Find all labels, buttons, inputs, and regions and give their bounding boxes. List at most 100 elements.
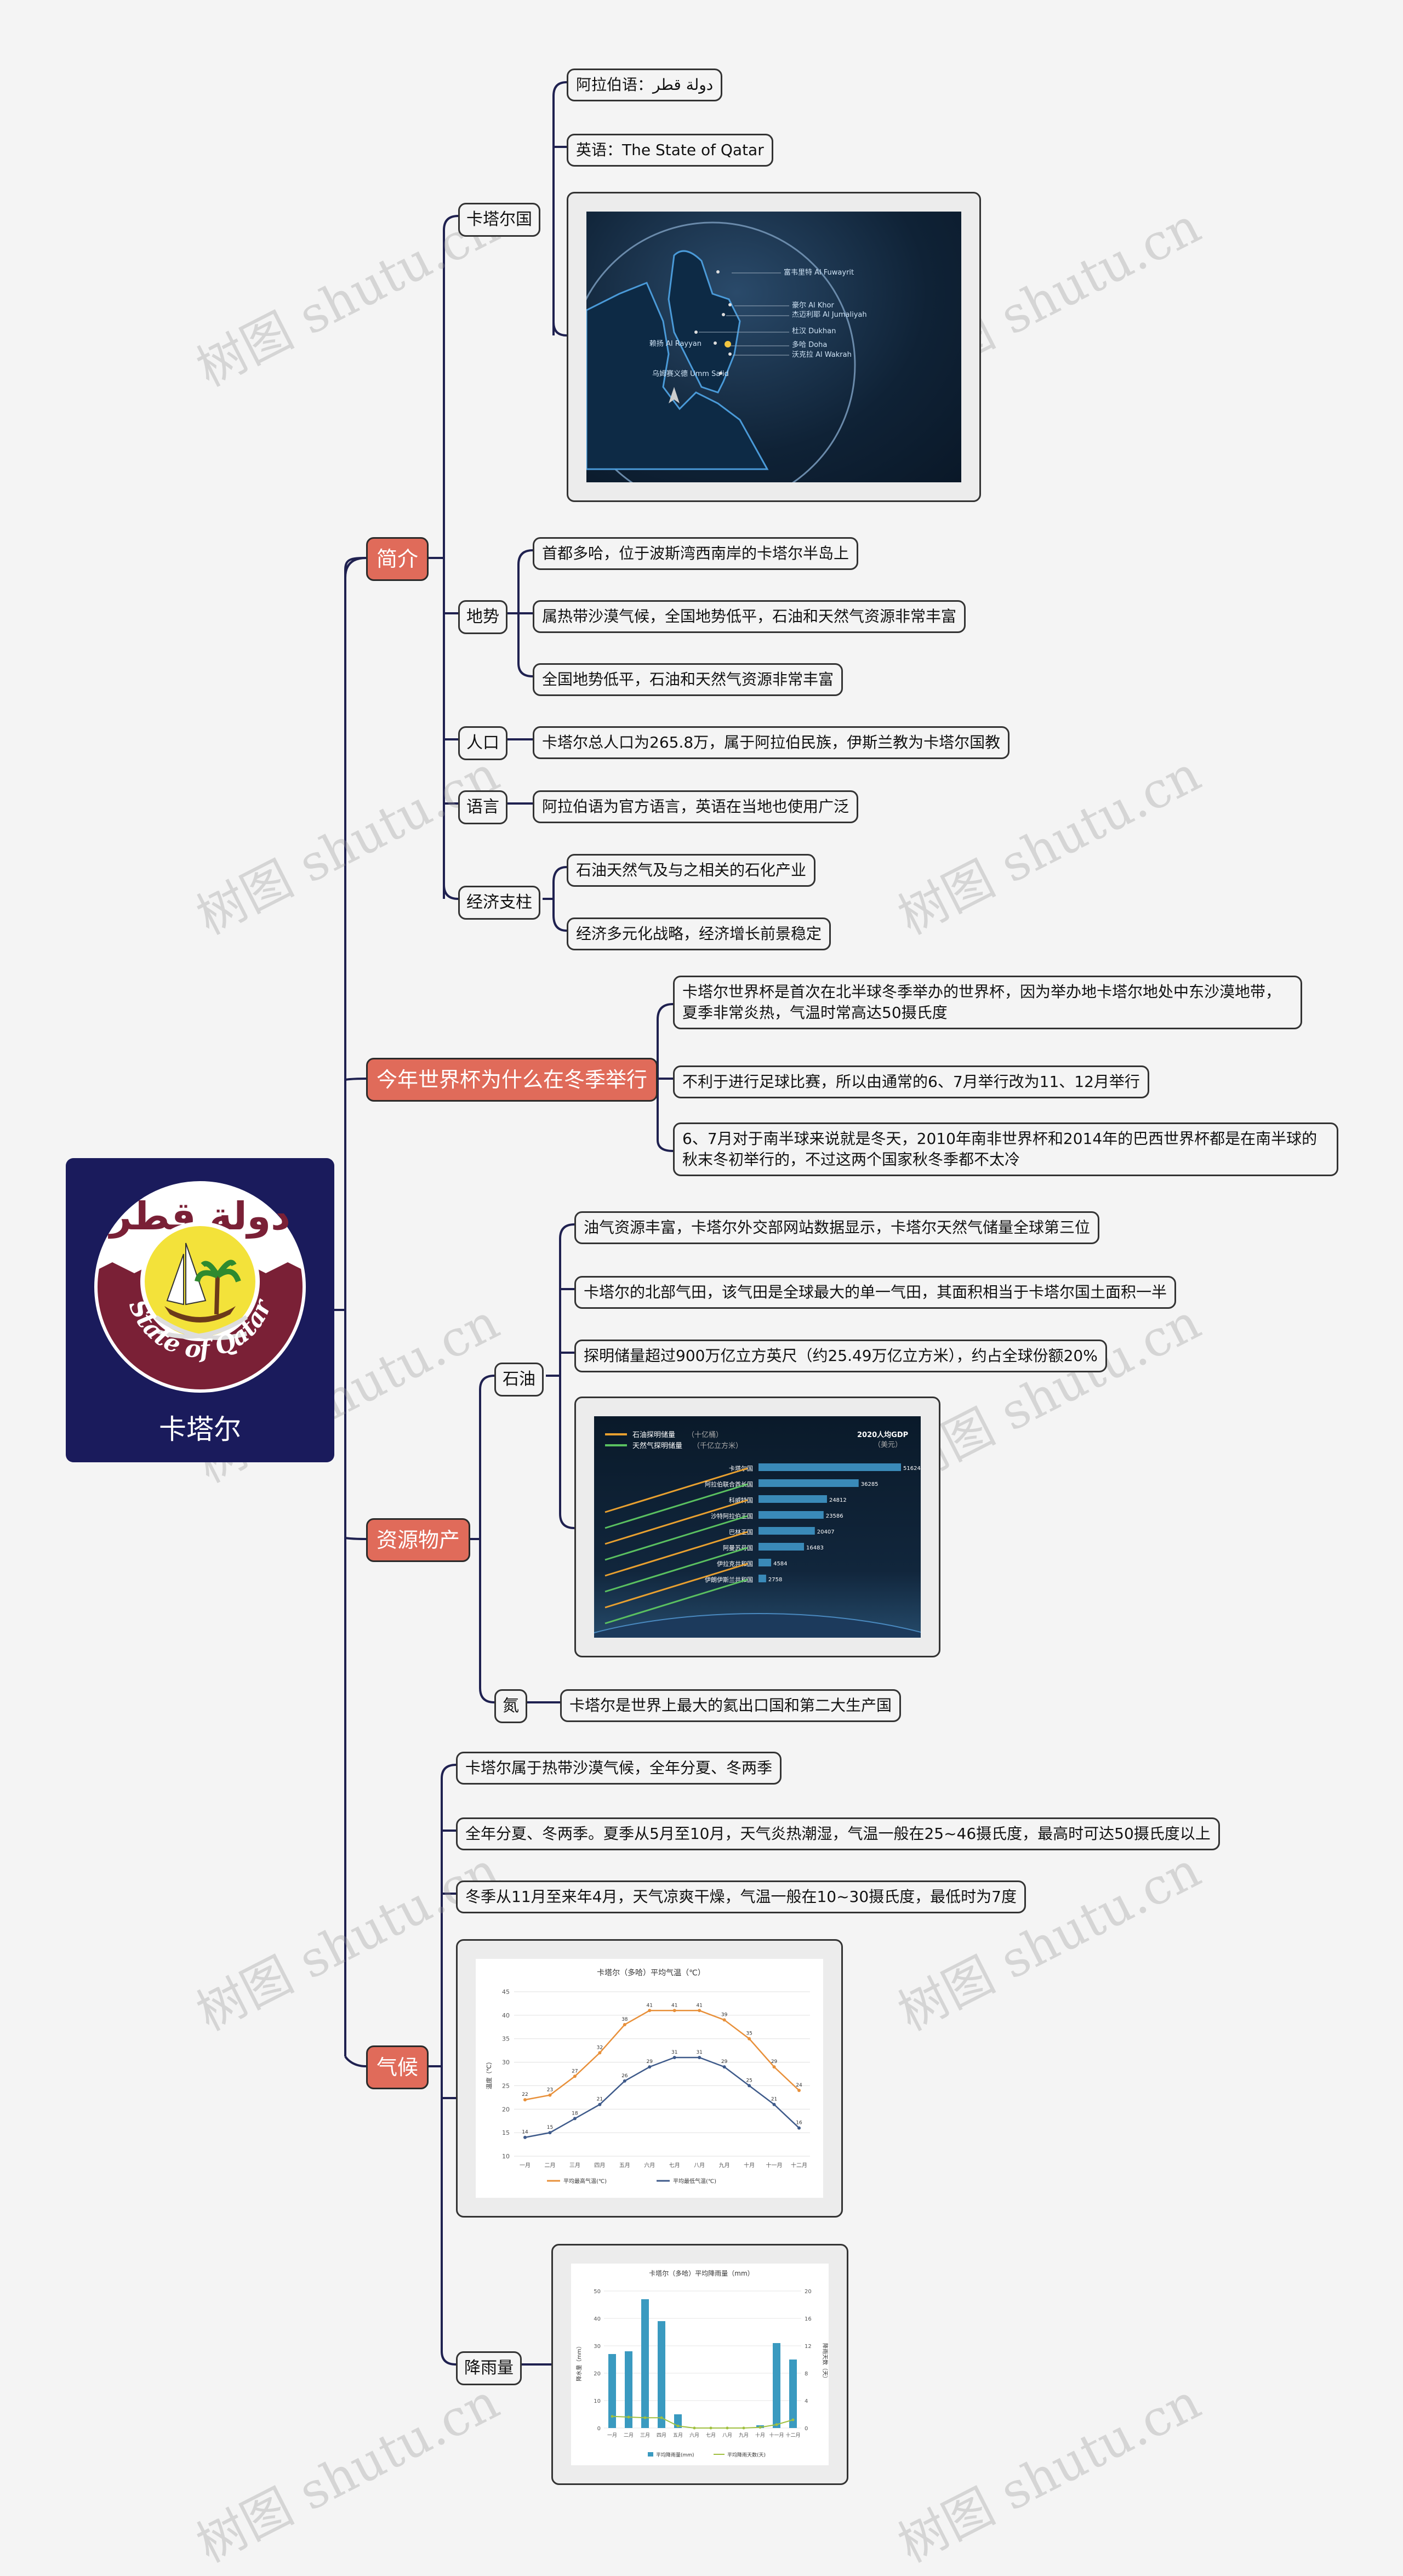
infographic-row-label: 伊拉克共和国 [717, 1560, 753, 1568]
node-economy-1[interactable]: 石油天然气及与之相关的石化产业 [567, 854, 816, 887]
branch-intro[interactable]: 简介 [366, 537, 429, 581]
rain-y2-tick: 16 [805, 2316, 812, 2322]
branch-worldcup[interactable]: 今年世界杯为什么在冬季举行 [366, 1058, 658, 1102]
infographic-reserve-line [604, 1499, 748, 1545]
temp-data-label: 15 [547, 2125, 553, 2130]
infographic-legend1: 石油探明储量 [632, 1431, 675, 1439]
temp-point [722, 2018, 726, 2022]
temp-point [698, 2056, 702, 2059]
node-oil-2[interactable]: 卡塔尔的北部气田，该气田是全球最大的单一气田，其面积相当于卡塔尔国土面积一半 [574, 1276, 1177, 1309]
temp-point [648, 2065, 652, 2069]
temp-chart-ylabel: 温度（℃） [485, 2059, 493, 2089]
temp-point [573, 2075, 577, 2078]
root-title: 卡塔尔 [159, 1414, 241, 1445]
rain-x-tick: 七月 [706, 2432, 716, 2438]
temp-x-tick: 十月 [744, 2162, 755, 2169]
oil-infographic-box[interactable]: 石油探明储量 （十亿桶） 天然气探明储量 （千亿立方米） 2020人均GDP （… [574, 1397, 940, 1657]
rain-x-tick: 十一月 [769, 2432, 784, 2438]
temp-data-label: 32 [597, 2045, 603, 2050]
infographic-gdp-bar [758, 1527, 815, 1535]
temp-series-line [524, 2056, 800, 2138]
temp-point [772, 2065, 776, 2069]
temp-legend-label: 平均最低气温(℃) [673, 2178, 716, 2185]
rain-y-tick: 50 [594, 2289, 601, 2295]
rain-x-tick: 九月 [739, 2432, 749, 2438]
node-nitrogen[interactable]: 氮 [494, 1689, 527, 1723]
infographic-gdp-bar [758, 1479, 859, 1487]
node-climate-2[interactable]: 全年分夏、冬两季。夏季从5月至10月，天气炎热潮湿，气温一般在25~46摄氏度，… [456, 1817, 1220, 1850]
node-oil[interactable]: 石油 [494, 1363, 544, 1397]
rain-bar [625, 2351, 632, 2428]
branch-climate[interactable]: 气候 [366, 2045, 429, 2089]
temp-y-tick: 20 [502, 2106, 510, 2113]
map-label-dukhan: 杜汉 Dukhan [792, 327, 836, 335]
node-terrain[interactable]: 地势 [458, 600, 507, 634]
temp-y-tick: 45 [502, 1988, 510, 1996]
temp-data-label: 29 [647, 2059, 653, 2065]
node-language[interactable]: 语言 [458, 790, 507, 824]
node-terrain-1[interactable]: 首都多哈，位于波斯湾西南岸的卡塔尔半岛上 [533, 537, 859, 570]
node-population[interactable]: 人口 [458, 726, 507, 760]
rain-y2-tick: 20 [805, 2289, 812, 2295]
temp-data-label: 35 [746, 2031, 752, 2037]
node-language-text[interactable]: 阿拉伯语为官方语言，英语在当地也使用广泛 [533, 790, 859, 823]
node-terrain-2[interactable]: 属热带沙漠气候，全国地势低平，石油和天然气资源非常丰富 [533, 600, 966, 633]
map-label-wakrah: 沃克拉 Al Wakrah [792, 351, 852, 359]
node-worldcup-2[interactable]: 不利于进行足球比赛，所以由通常的6、7月举行改为11、12月举行 [673, 1065, 1149, 1098]
map-image-box[interactable]: 富韦里特 Al Fuwayrit 豪尔 Al Khor 杰迈利耶 Al Juma… [567, 192, 981, 502]
rain-days-point [660, 2416, 663, 2419]
temp-y-tick: 15 [502, 2129, 510, 2136]
node-economy[interactable]: 经济支柱 [458, 886, 540, 920]
branch-resources[interactable]: 资源物产 [366, 1518, 471, 1562]
node-oil-3[interactable]: 探明储量超过900万亿立方英尺（约25.49万亿立方米），约占全球份额20% [574, 1340, 1107, 1372]
temp-data-label: 39 [721, 2012, 728, 2018]
infographic-reserve-line [604, 1578, 748, 1625]
node-qatar-state[interactable]: 卡塔尔国 [458, 203, 540, 237]
infographic-reserve-line [604, 1531, 748, 1577]
rain-days-point [643, 2416, 647, 2419]
rain-bar [789, 2360, 797, 2428]
node-climate-3[interactable]: 冬季从11月至来年4月，天气凉爽干燥，气温一般在10~30摄氏度，最低时为7度 [456, 1880, 1026, 1913]
temp-data-label: 41 [671, 2003, 677, 2008]
rain-days-point [709, 2426, 712, 2430]
temp-point [722, 2065, 726, 2069]
map-label-ummsaid: 乌姆赛义德 Umm Sa'id [652, 369, 729, 378]
infographic-reserve-line [604, 1515, 748, 1561]
node-nitrogen-text[interactable]: 卡塔尔是世界上最大的氦出口国和第二大生产国 [560, 1689, 902, 1722]
node-terrain-3[interactable]: 全国地势低平，石油和天然气资源非常丰富 [533, 663, 843, 696]
node-rainfall[interactable]: 降雨量 [456, 2351, 522, 2385]
root-node[interactable]: دولة قطر State of Qatar 卡塔尔 [66, 1158, 334, 1462]
temp-x-tick: 八月 [694, 2162, 705, 2169]
node-climate-1[interactable]: 卡塔尔属于热带沙漠气候，全年分夏、冬两季 [456, 1752, 782, 1785]
node-population-text[interactable]: 卡塔尔总人口为265.8万，属于阿拉伯民族，伊斯兰教为卡塔尔国教 [533, 726, 1010, 759]
infographic-gdp-value: 2758 [768, 1577, 782, 1583]
temp-data-label: 21 [597, 2097, 603, 2102]
temp-x-tick: 六月 [644, 2162, 655, 2169]
infographic-reserve-line [604, 1467, 748, 1513]
infographic-gdp-value: 36285 [861, 1481, 879, 1488]
temp-point [573, 2117, 577, 2121]
temp-series-line [524, 2010, 800, 2101]
temp-data-label: 38 [621, 2017, 628, 2022]
node-arabic-name[interactable]: 阿拉伯语：دولة قطر [567, 69, 723, 101]
infographic-legend1-unit: （十亿桶） [687, 1431, 723, 1439]
temp-point [548, 2093, 552, 2097]
rain-days-point [775, 2423, 778, 2426]
temp-point [623, 2079, 626, 2083]
node-oil-1[interactable]: 油气资源丰富，卡塔尔外交部网站数据显示，卡塔尔天然气储量全球第三位 [574, 1211, 1100, 1244]
temp-point [748, 2037, 751, 2041]
infographic-gdp-title: 2020人均GDP [857, 1431, 908, 1439]
temp-point [748, 2084, 751, 2088]
node-economy-2[interactable]: 经济多元化战略，经济增长前景稳定 [567, 917, 831, 950]
node-worldcup-3[interactable]: 6、7月对于南半球来说就是冬天，2010年南非世界杯和2014年的巴西世界杯都是… [673, 1122, 1338, 1176]
temp-point [672, 2009, 676, 2013]
temp-point [523, 2098, 527, 2102]
qatar-emblem: دولة قطر State of Qatar [94, 1181, 306, 1393]
node-worldcup-1[interactable]: 卡塔尔世界杯是首次在北半球冬季举办的世界杯，因为举办地卡塔尔地处中东沙漠地带，夏… [673, 976, 1302, 1029]
rain-y-tick: 0 [597, 2426, 601, 2432]
node-english-name[interactable]: 英语：The State of Qatar [567, 134, 773, 167]
temp-point [548, 2131, 552, 2135]
